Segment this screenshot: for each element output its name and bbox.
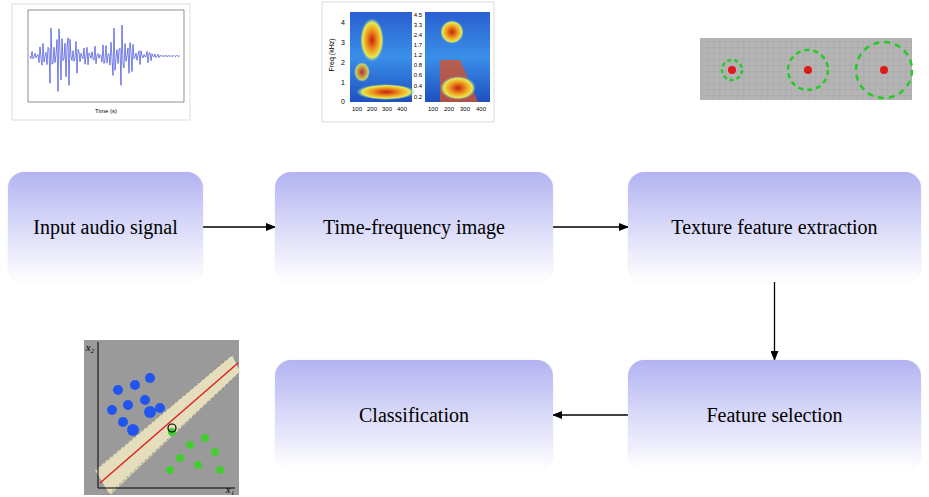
- tick-label: 400: [397, 106, 407, 112]
- tick-label: 0.2: [414, 94, 422, 100]
- tick-label: 4.5: [414, 12, 422, 18]
- axis-label: x₁: [226, 484, 235, 495]
- box-text: Feature selection: [706, 404, 842, 427]
- tick-label: 0.8: [414, 62, 422, 68]
- tick-label: 3.3: [414, 22, 422, 28]
- box-text: Classification: [359, 404, 469, 427]
- tick-label: 1.2: [414, 52, 422, 58]
- flow-arrow: [203, 226, 275, 227]
- lbp-neighbourhood-figure: [700, 38, 912, 100]
- tick-label: 200: [367, 106, 377, 112]
- spectrogram-figure: [322, 2, 494, 122]
- flow-arrow: [553, 226, 628, 227]
- tick-label: Freq (kHz): [328, 38, 335, 71]
- tick-label: 300: [382, 106, 392, 112]
- process-box: Input audio signal: [8, 172, 203, 282]
- waveform-figure: [12, 4, 190, 120]
- tick-label: 3: [341, 39, 345, 46]
- tick-label: 100: [352, 106, 362, 112]
- tick-label: 300: [460, 106, 470, 112]
- svm-figure: [84, 340, 240, 495]
- process-box: Classification: [275, 360, 553, 470]
- box-text: Time-frequency image: [323, 216, 505, 239]
- tick-label: Time (s): [95, 108, 117, 114]
- process-box: Texture feature extraction: [628, 172, 921, 282]
- tick-label: 2.4: [414, 32, 422, 38]
- tick-label: 100: [428, 106, 438, 112]
- tick-label: 0.4: [414, 83, 422, 89]
- process-box: Time-frequency image: [275, 172, 553, 282]
- tick-label: 1: [341, 79, 345, 86]
- tick-label: 0: [341, 98, 345, 105]
- box-text: Texture feature extraction: [671, 216, 877, 239]
- axis-label: x₂: [86, 342, 95, 353]
- tick-label: 2: [341, 59, 345, 66]
- tick-label: 4: [341, 19, 345, 26]
- flow-arrow: [774, 282, 775, 360]
- tick-label: 0.6: [414, 72, 422, 78]
- tick-label: 400: [476, 106, 486, 112]
- process-box: Feature selection: [628, 360, 921, 470]
- flow-arrow: [553, 414, 628, 415]
- tick-label: 200: [444, 106, 454, 112]
- tick-label: 1.7: [414, 42, 422, 48]
- box-text: Input audio signal: [33, 216, 177, 239]
